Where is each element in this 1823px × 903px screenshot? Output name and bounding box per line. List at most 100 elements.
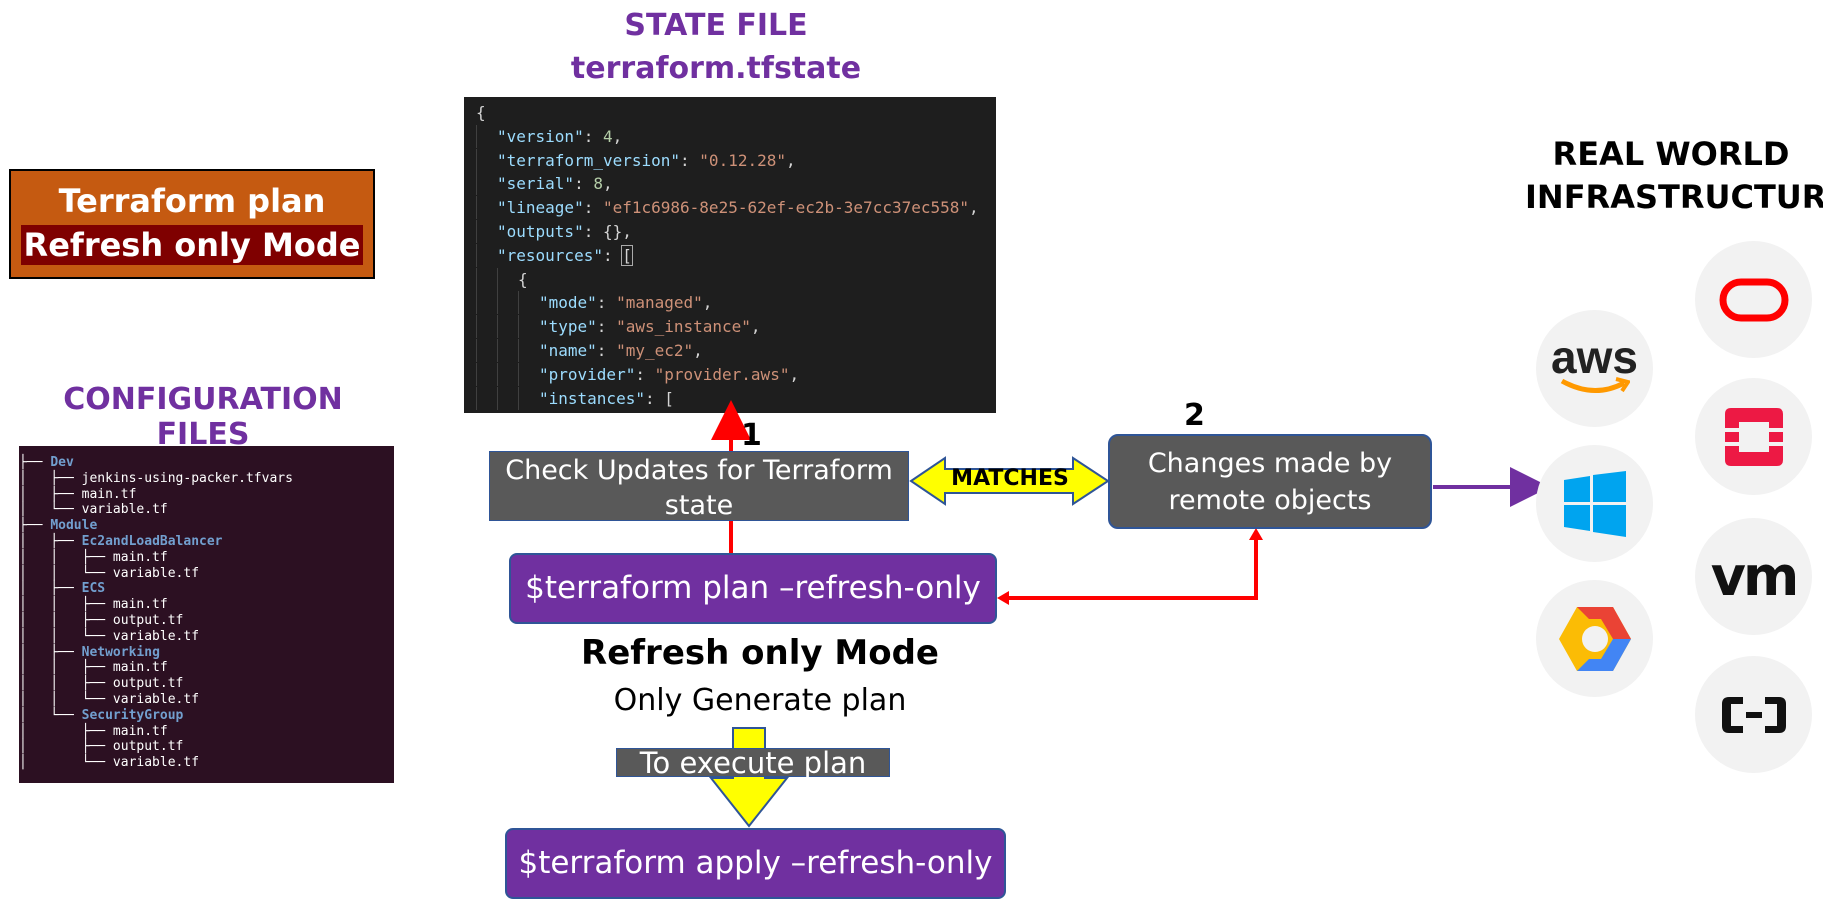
windows-logo-icon bbox=[1536, 445, 1653, 562]
tree-row: │ │ ├── main.tf bbox=[19, 550, 394, 566]
vmware-logo-text: vm bbox=[1710, 545, 1799, 608]
tree-branch: │ │ ├── bbox=[19, 612, 113, 628]
tree-branch: │ ├── bbox=[19, 533, 82, 549]
tree-row: │ ├── ECS bbox=[19, 581, 394, 597]
tree-branch: │ ├── bbox=[19, 581, 82, 597]
real-world-line2: INFRASTRUCTURE bbox=[1525, 178, 1823, 216]
tree-branch: │ ├── bbox=[19, 486, 82, 502]
tree-file: jenkins-using-packer.tfvars bbox=[81, 470, 293, 486]
plan-box-line2: Refresh only Mode bbox=[20, 225, 364, 265]
tree-row: │ ├── jenkins-using-packer.tfvars bbox=[19, 471, 394, 487]
tree-folder: ECS bbox=[81, 581, 106, 597]
tree-row: │ └── variable.tf bbox=[19, 755, 394, 771]
tree-row: │ ├── main.tf bbox=[19, 487, 394, 503]
tree-row: │ ├── main.tf bbox=[19, 724, 394, 740]
tree-file: output.tf bbox=[112, 739, 184, 755]
check-updates-box: Check Updates for Terraform state bbox=[489, 451, 909, 521]
code-line: "provider": "provider.aws", bbox=[476, 362, 996, 387]
real-world-title: REAL WORLD INFRASTRUCTURE bbox=[1525, 133, 1823, 219]
tree-branch: │ │ ├── bbox=[19, 549, 113, 565]
real-world-line1: REAL WORLD bbox=[1552, 135, 1790, 173]
vmware-logo-icon: vm bbox=[1695, 518, 1812, 635]
code-line: { bbox=[476, 267, 996, 292]
code-line: "instances": [ bbox=[476, 386, 996, 411]
tree-row: │ ├── Ec2andLoadBalancer bbox=[19, 534, 394, 550]
changes-arrowhead bbox=[1249, 528, 1263, 540]
tree-row: │ │ └── variable.tf bbox=[19, 629, 394, 645]
remote-changes-line2: remote objects bbox=[1168, 485, 1372, 516]
tree-row: │ │ └── variable.tf bbox=[19, 566, 394, 582]
tree-row: │ ├── output.tf bbox=[19, 739, 394, 755]
code-line: "outputs": {}, bbox=[476, 219, 996, 244]
tree-folder: SecurityGroup bbox=[81, 707, 184, 723]
check-updates-line2: state bbox=[664, 490, 734, 521]
tree-branch: │ ├── bbox=[19, 470, 82, 486]
plan-to-changes-arrow bbox=[1004, 535, 1258, 600]
step-1-label: 1 bbox=[741, 418, 762, 453]
tree-row: │ │ ├── output.tf bbox=[19, 676, 394, 692]
remote-changes-line1: Changes made by bbox=[1147, 448, 1393, 479]
tree-branch: │ │ └── bbox=[19, 628, 113, 644]
tree-row: │ │ └── variable.tf bbox=[19, 692, 394, 708]
tree-row: │ ├── Networking bbox=[19, 645, 394, 661]
code-line: "mode": "managed", bbox=[476, 291, 996, 315]
tree-row: │ └── variable.tf bbox=[19, 502, 394, 518]
execute-down-arrow bbox=[708, 727, 790, 828]
tree-branch: ├── bbox=[19, 518, 51, 534]
check-updates-line1: Check Updates for Terraform bbox=[505, 455, 893, 486]
tree-row: │ │ ├── main.tf bbox=[19, 597, 394, 613]
tree-row: │ │ ├── main.tf bbox=[19, 660, 394, 676]
step-2-label: 2 bbox=[1184, 398, 1205, 433]
tree-folder: Ec2andLoadBalancer bbox=[81, 533, 223, 549]
code-line: "lineage": "ef1c6986-8e25-62ef-ec2b-3e7c… bbox=[476, 196, 996, 220]
tree-folder: Module bbox=[50, 518, 98, 534]
tree-file: main.tf bbox=[112, 597, 168, 613]
tree-file: variable.tf bbox=[112, 755, 200, 771]
tree-file: variable.tf bbox=[112, 691, 200, 707]
tree-file: main.tf bbox=[81, 486, 137, 502]
state-file-code: { "version": 4, "terraform_version": "0.… bbox=[464, 97, 996, 413]
matches-label: MATCHES bbox=[951, 466, 1069, 491]
tree-file: variable.tf bbox=[81, 502, 168, 518]
tree-branch: │ │ └── bbox=[19, 691, 113, 707]
code-line: "resources": [ bbox=[476, 243, 996, 268]
tree-folder: Dev bbox=[50, 455, 74, 470]
tree-row: │ │ ├── output.tf bbox=[19, 613, 394, 629]
tree-branch: │ └── bbox=[19, 707, 82, 723]
plan-mode-box: Terraform plan Refresh only Mode bbox=[9, 169, 375, 279]
tree-row: ├── Dev bbox=[19, 455, 394, 471]
tree-branch: │ └── bbox=[19, 755, 113, 771]
tree-file: output.tf bbox=[112, 612, 184, 628]
google-cloud-logo-icon bbox=[1536, 580, 1653, 697]
code-line: "terraform_version": "0.12.28", bbox=[476, 148, 996, 173]
tree-row: ├── Module bbox=[19, 518, 394, 534]
refresh-mode-title: Refresh only Mode bbox=[581, 633, 939, 673]
tree-file: output.tf bbox=[112, 676, 184, 692]
tree-file: main.tf bbox=[112, 660, 168, 676]
tree-folder: Networking bbox=[81, 644, 160, 660]
tree-branch: │ ├── bbox=[19, 644, 82, 660]
code-line: "name": "my_ec2", bbox=[476, 338, 996, 363]
apply-command-box: $terraform apply –refresh-only bbox=[505, 828, 1006, 899]
tree-branch: │ │ ├── bbox=[19, 660, 113, 676]
code-line: "type": "aws_instance", bbox=[476, 315, 996, 339]
code-line: { bbox=[476, 103, 486, 122]
aws-logo-icon: aws bbox=[1536, 310, 1653, 427]
tree-branch: │ └── bbox=[19, 502, 82, 518]
tree-branch: │ ├── bbox=[19, 723, 113, 739]
oracle-logo-icon bbox=[1695, 241, 1812, 358]
tree-row: │ └── SecurityGroup bbox=[19, 708, 394, 724]
tree-branch: │ │ ├── bbox=[19, 676, 113, 692]
aws-logo-text: aws bbox=[1551, 331, 1638, 383]
tree-branch: ├── bbox=[19, 455, 51, 470]
plan-command-box: $terraform plan –refresh-only bbox=[509, 553, 997, 624]
openstack-logo-icon bbox=[1695, 378, 1812, 495]
code-line: "version": 4, bbox=[476, 124, 996, 149]
tree-branch: │ │ └── bbox=[19, 565, 113, 581]
tree-branch: │ │ ├── bbox=[19, 597, 113, 613]
tree-branch: │ ├── bbox=[19, 739, 113, 755]
tree-file: main.tf bbox=[112, 723, 168, 739]
state-file-name: terraform.tfstate bbox=[570, 51, 862, 86]
plan-arrowhead bbox=[997, 591, 1009, 605]
